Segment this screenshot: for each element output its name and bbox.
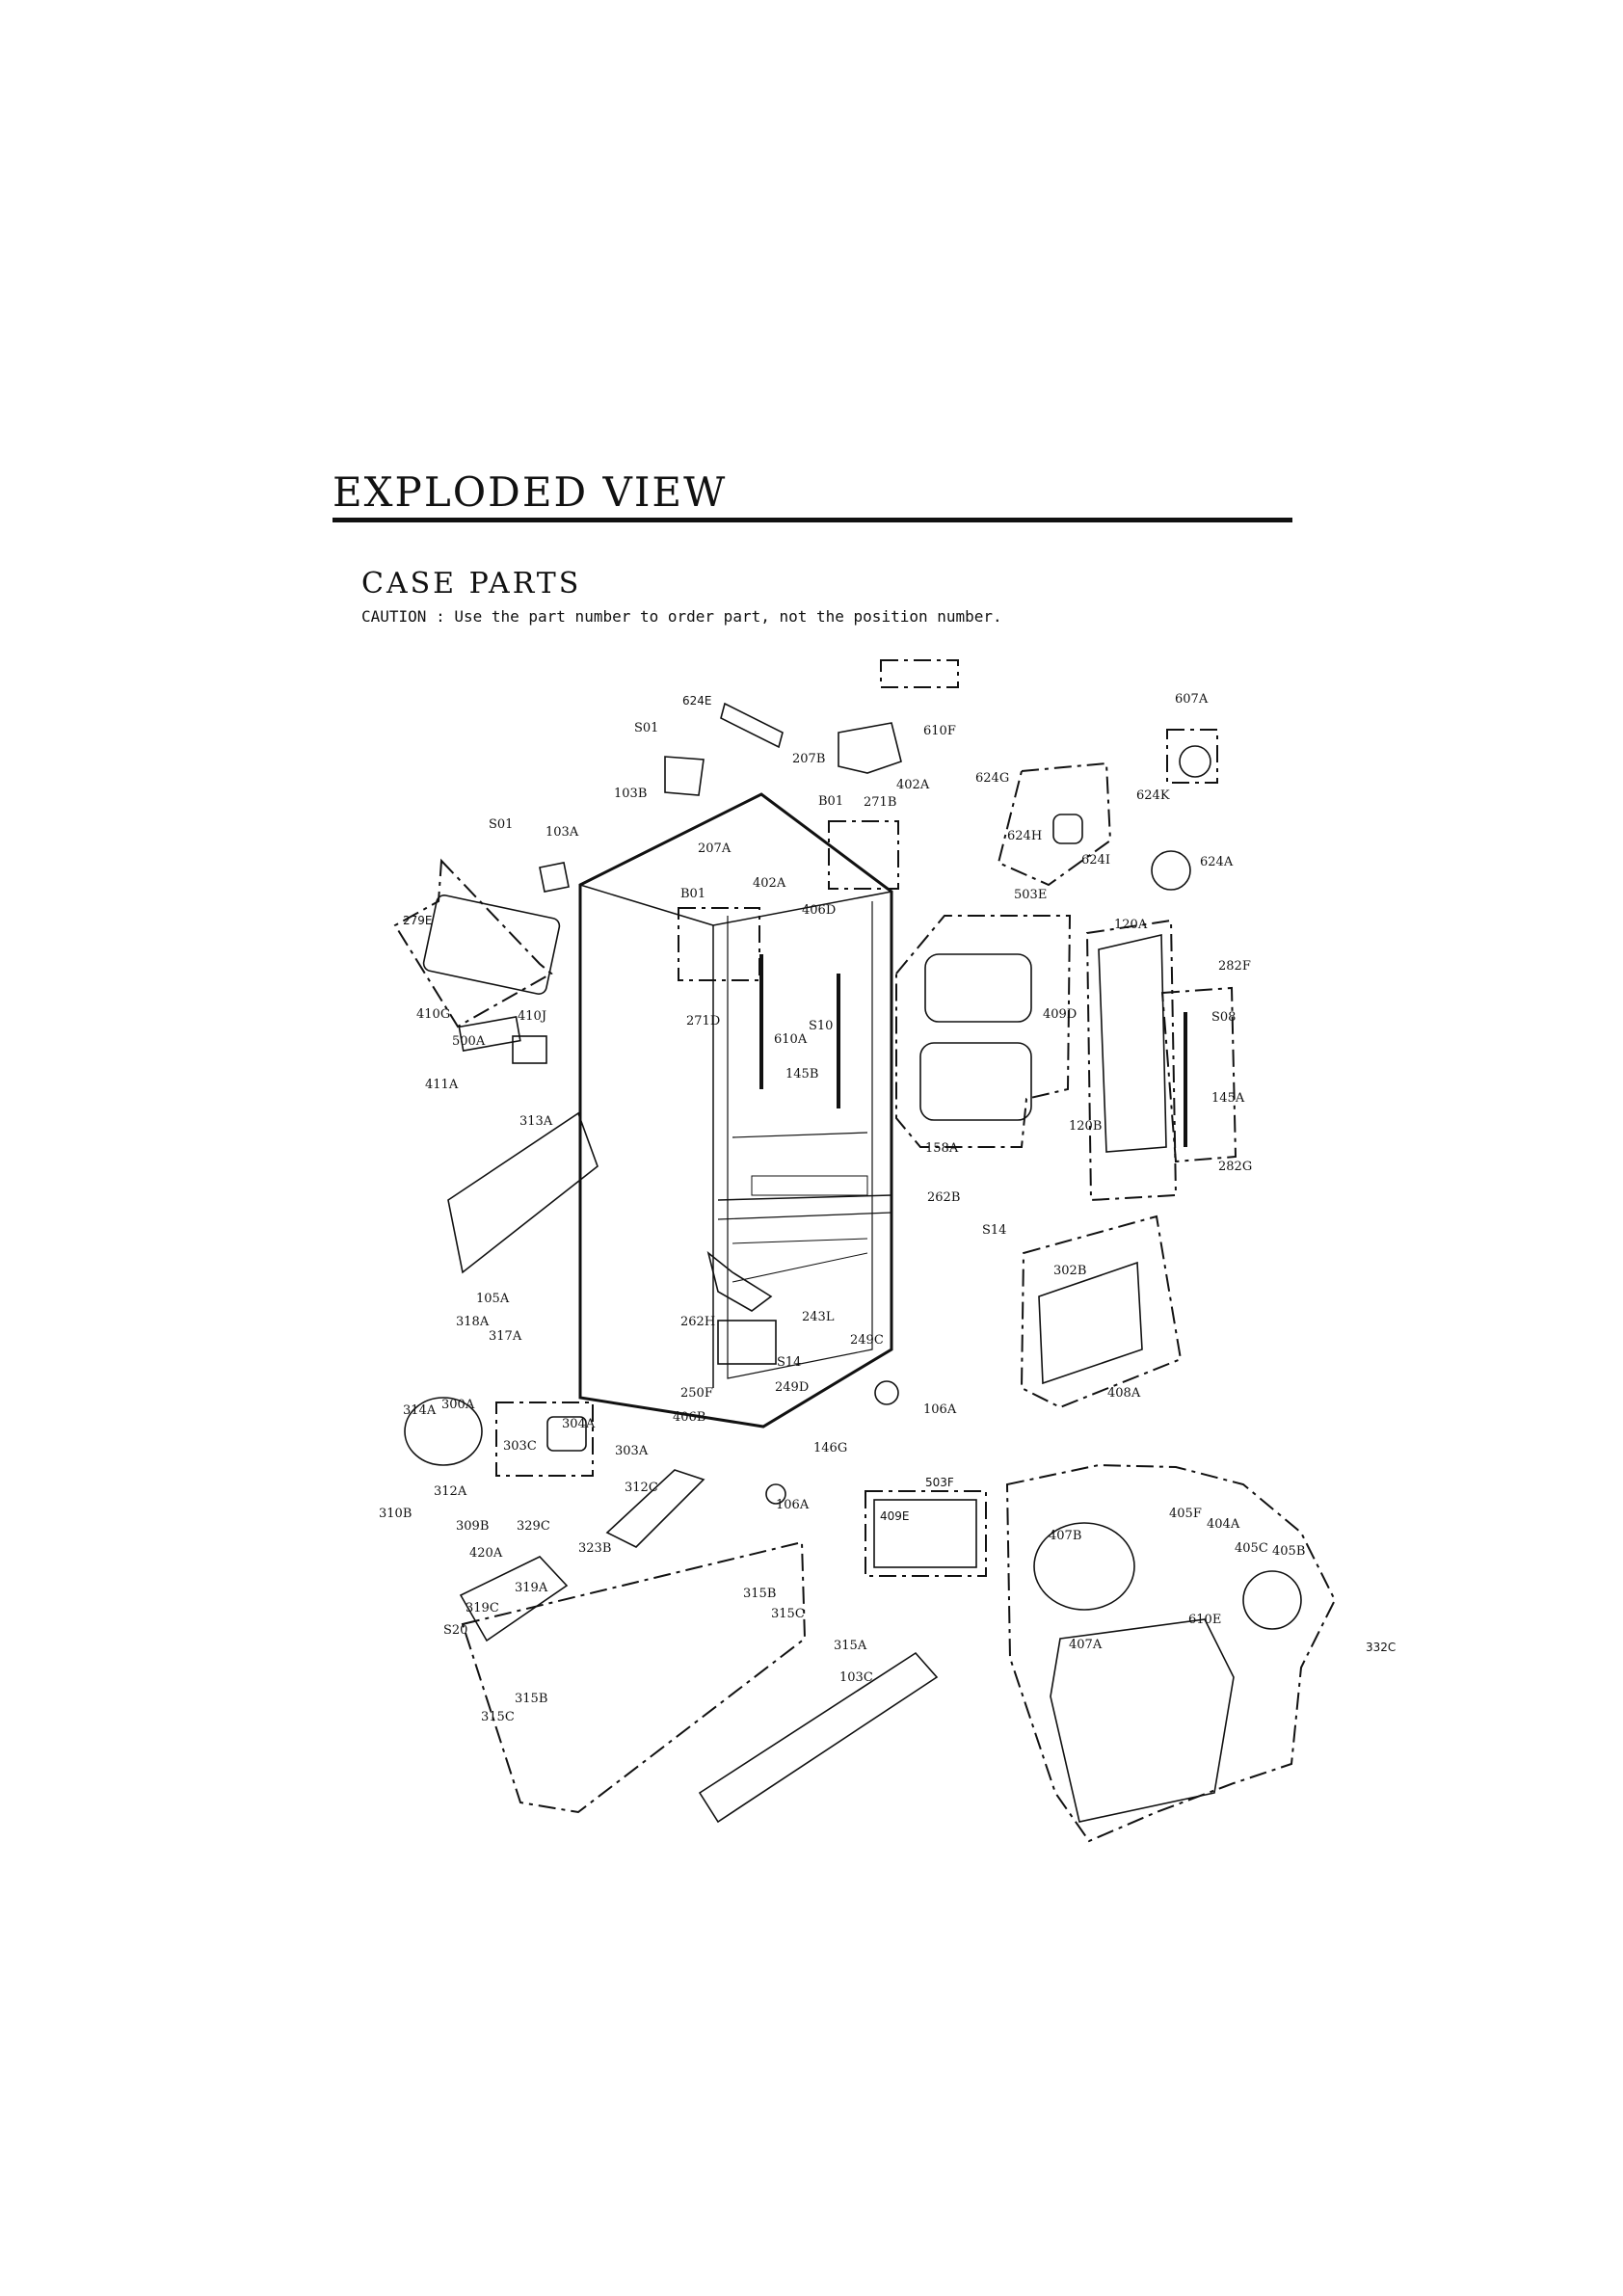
part-label-406B: 406B [673, 1410, 705, 1425]
part-label-S14: S14 [982, 1223, 1006, 1238]
part-label-309B: 309B [456, 1519, 489, 1534]
part-label-120A: 120A [1114, 918, 1148, 932]
part-label-318A: 318A [456, 1315, 490, 1329]
part-label-315B: 315B [743, 1587, 776, 1601]
part-label-624G: 624G [975, 771, 1009, 786]
part-label-402A-b: 402A [753, 876, 786, 891]
part-label-500A: 500A [452, 1034, 486, 1049]
part-label-314A: 314A [403, 1403, 437, 1418]
part-label-282F: 282F [1218, 959, 1251, 974]
part-label-313A: 313A [519, 1114, 553, 1129]
part-label-249C: 249C [850, 1333, 884, 1348]
part-label-317A: 317A [489, 1329, 522, 1344]
part-label-303C: 303C [503, 1439, 537, 1454]
part-label-145B: 145B [785, 1067, 818, 1081]
part-label-146G: 146G [813, 1441, 847, 1455]
part-label-312A: 312A [434, 1484, 467, 1499]
part-label-105A: 105A [476, 1292, 510, 1306]
part-label-405F: 405F [1169, 1507, 1202, 1521]
part-label-310B: 310B [379, 1507, 412, 1521]
part-label-303A: 303A [615, 1444, 649, 1458]
part-label-407A: 407A [1069, 1638, 1103, 1652]
part-label-624A: 624A [1200, 855, 1234, 869]
part-label-407B: 407B [1049, 1529, 1081, 1543]
part-label-503F: 503F [925, 1476, 954, 1489]
part-label-103C: 103C [839, 1670, 873, 1685]
part-label-B01: B01 [818, 794, 843, 809]
part-label-271D: 271D [686, 1014, 720, 1028]
part-label-607A: 607A [1175, 692, 1209, 707]
part-label-503E: 503E [1014, 888, 1047, 902]
part-label-106A-b: 106A [776, 1498, 810, 1512]
part-label-405B: 405B [1272, 1544, 1305, 1559]
part-label-409E: 409E [880, 1509, 910, 1523]
part-label-410G: 410G [416, 1007, 450, 1022]
part-label-249D: 249D [775, 1380, 809, 1395]
part-label-S01: S01 [634, 721, 658, 735]
part-label-410J: 410J [518, 1009, 546, 1024]
part-label-411A: 411A [425, 1078, 459, 1092]
part-label-420A: 420A [469, 1546, 503, 1561]
title-rule [333, 518, 1292, 522]
part-label-624K: 624K [1136, 788, 1170, 803]
part-label-624H: 624H [1007, 829, 1042, 843]
part-label-271B: 271B [864, 795, 896, 810]
part-label-610F: 610F [923, 724, 956, 738]
component-sketches [404, 702, 1302, 1824]
part-label-329C: 329C [517, 1519, 550, 1534]
part-label-315C-b: 315C [481, 1710, 515, 1724]
part-label-302B: 302B [1053, 1264, 1086, 1278]
part-label-624I: 624I [1081, 853, 1110, 868]
part-label-282G: 282G [1218, 1160, 1252, 1174]
group-outlines [393, 659, 1337, 1843]
part-label-404A: 404A [1207, 1517, 1240, 1532]
part-label-312C: 312C [625, 1481, 658, 1495]
part-label-207B: 207B [792, 752, 825, 766]
part-label-315A: 315A [834, 1639, 867, 1653]
part-label-120B: 120B [1069, 1119, 1102, 1134]
part-label-332C: 332C [1366, 1641, 1396, 1654]
page-title: EXPLODED VIEW [333, 468, 728, 516]
part-label-S08: S08 [1211, 1010, 1236, 1025]
part-label-319C: 319C [466, 1601, 499, 1615]
part-label-406D: 406D [802, 903, 836, 918]
part-label-207A: 207A [698, 841, 732, 856]
part-label-243L: 243L [802, 1310, 835, 1324]
section-title: CASE PARTS [361, 567, 582, 601]
part-label-300A: 300A [441, 1398, 475, 1412]
part-label-315B-b: 315B [515, 1692, 547, 1706]
part-label-405C: 405C [1235, 1541, 1268, 1556]
part-label-610A: 610A [774, 1032, 808, 1047]
part-label-279E: 279E [403, 914, 433, 927]
part-label-610E: 610E [1188, 1613, 1221, 1627]
part-label-409D: 409D [1043, 1007, 1077, 1022]
part-label-402A: 402A [896, 778, 930, 792]
part-label-106A: 106A [923, 1402, 957, 1417]
part-label-624E: 624E [682, 694, 712, 707]
part-label-103B: 103B [614, 787, 647, 801]
part-label-S20: S20 [443, 1623, 467, 1638]
caution-note: CAUTION : Use the part number to order p… [361, 607, 1002, 626]
part-label-315C: 315C [771, 1607, 805, 1621]
cabinet-drawing [578, 792, 893, 1428]
part-label-304A: 304A [562, 1417, 596, 1431]
part-label-323B: 323B [578, 1541, 611, 1556]
position-labels: 624E S01 103B 207B 402A B01 271B 610F 62… [379, 692, 1396, 1724]
part-label-262B: 262B [927, 1190, 960, 1205]
part-label-S01-b: S01 [489, 817, 513, 832]
part-label-158A: 158A [925, 1141, 959, 1156]
part-label-145A: 145A [1211, 1091, 1245, 1106]
part-label-S14-b: S14 [777, 1355, 801, 1370]
part-label-103A: 103A [545, 825, 579, 840]
part-label-319A: 319A [515, 1581, 548, 1595]
part-label-S10: S10 [809, 1019, 833, 1033]
part-label-B01-b: B01 [680, 887, 705, 901]
part-label-262H: 262H [680, 1315, 715, 1329]
part-label-250F: 250F [680, 1386, 713, 1401]
part-label-408A: 408A [1107, 1386, 1141, 1401]
